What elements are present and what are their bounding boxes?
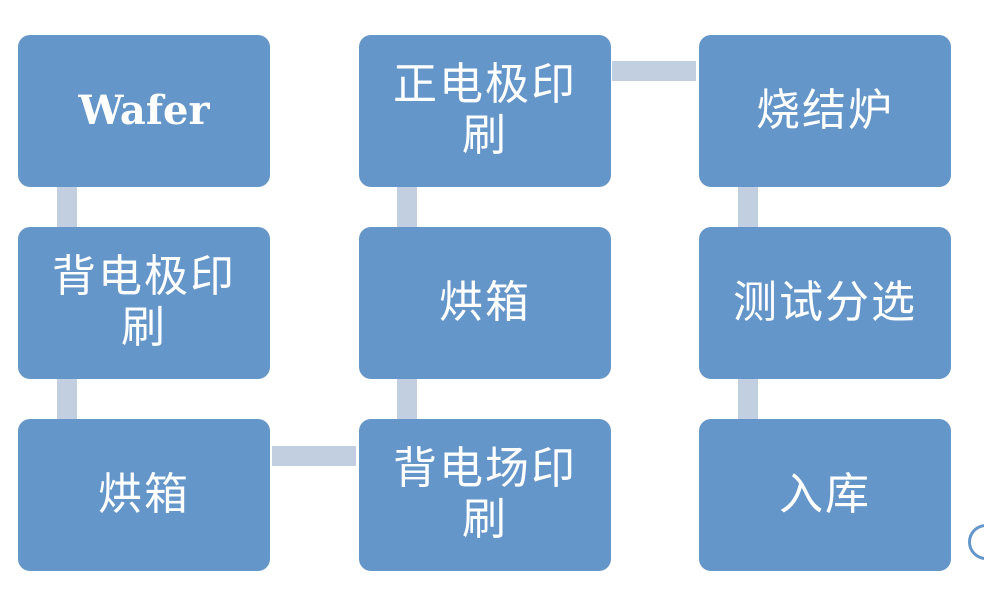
connector-back-field-to-oven xyxy=(397,379,417,419)
node-oven-2: 烘箱 xyxy=(359,227,611,379)
node-back-field-print: 背电场印刷 xyxy=(359,419,611,571)
connector-test-sort-to-warehouse xyxy=(738,379,758,419)
connector-oven-to-front-electrode xyxy=(397,187,417,227)
node-wafer: Wafer xyxy=(18,35,270,187)
node-back-electrode-print: 背电极印刷 xyxy=(18,227,270,379)
connector-wafer-to-back-electrode xyxy=(57,187,77,227)
node-oven-1: 烘箱 xyxy=(18,419,270,571)
node-test-sort: 测试分选 xyxy=(699,227,951,379)
node-warehouse: 入库 xyxy=(699,419,951,571)
connector-furnace-to-test-sort xyxy=(738,187,758,227)
connector-front-electrode-to-furnace xyxy=(612,61,696,81)
node-sintering-furnace: 烧结炉 xyxy=(699,35,951,187)
edge-circle-mark xyxy=(968,524,984,560)
connector-oven-to-back-field xyxy=(272,446,356,466)
connector-back-electrode-to-oven xyxy=(57,379,77,419)
node-front-electrode-print: 正电极印刷 xyxy=(359,35,611,187)
